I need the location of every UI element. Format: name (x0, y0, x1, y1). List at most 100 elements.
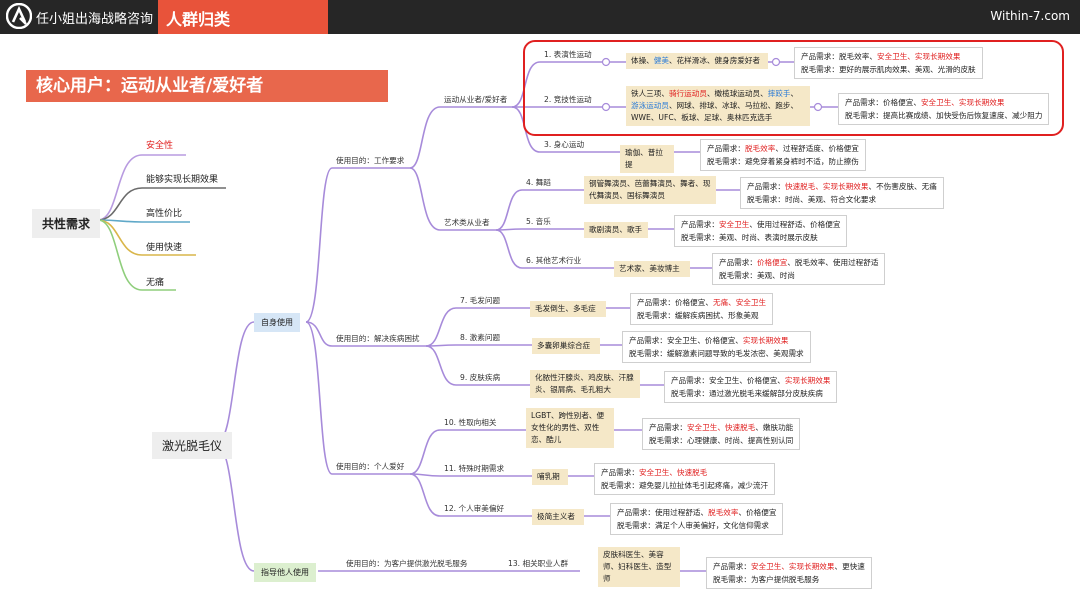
highlight-text: 实现长期效果 (742, 336, 789, 345)
text-segment: 产品需求： (707, 144, 745, 153)
brand-name: 任小姐出海战略咨询 (36, 12, 154, 27)
highlight-text: 安全卫生、实现长期效果 (920, 98, 1005, 107)
category-label: 3. 身心运动 (544, 140, 585, 149)
category-label: 6. 其他艺术行业 (526, 256, 582, 265)
product-need-line: 产品需求：安全卫生、实现长期效果、更快速 (713, 560, 865, 573)
category-label: 13. 相关职业人群 (508, 559, 569, 568)
needs-box: 产品需求：安全卫生、快速脱毛、嫩肤功能脱毛需求：心理健康、时尚、提高性别认同 (642, 418, 801, 450)
text-segment: 产品需求：使用过程舒适、 (617, 508, 709, 517)
common-needs-title: 共性需求 (32, 209, 101, 238)
text-segment: 产品需求： (681, 220, 719, 229)
population-box: LGBT、跨性别者、便女性化的男性、双性恋、酷儿 (526, 408, 614, 448)
highlight-text: 游泳运动员 (631, 101, 669, 110)
highlight-text: 脱毛效率 (744, 144, 776, 153)
purpose-service: 使用目的：为客户提供激光脱毛服务 (346, 559, 468, 568)
text-segment: 哺乳期 (537, 472, 560, 481)
text-segment: 艺术家、美妆博主 (619, 264, 680, 273)
highlight-text: 无痛、安全卫生 (712, 298, 767, 307)
highlight-text: 价格便宜 (756, 258, 788, 267)
text-segment: 脱毛需求：心理健康、时尚、提高性别认同 (649, 436, 794, 445)
common-need-item: 能够实现长期效果 (146, 175, 219, 185)
highlight-text: 骑行运动员 (668, 89, 707, 98)
product-need-line: 产品需求：安全卫生、价格便宜、实现长期效果 (629, 334, 804, 347)
purpose-hobby: 使用目的：个人爱好 (336, 462, 405, 471)
product-need-line: 产品需求：脱毛效率、安全卫生、实现长期效果 (801, 50, 976, 63)
text-segment: 皮肤科医生、美容师、妇科医生、造型师 (603, 550, 672, 583)
text-segment: 脱毛需求：缓解激素问题导致的毛发浓密、美观需求 (629, 349, 804, 358)
population-box: 多囊卵巢综合症 (532, 338, 600, 354)
text-segment: 、更快速 (834, 562, 865, 571)
text-segment: 产品需求：安全卫生、价格便宜、 (629, 336, 743, 345)
hair-removal-need-line: 脱毛需求：美观、时尚、表演时展示皮肤 (681, 231, 840, 244)
population-box: 化脓性汗腺炎、鸡皮肤、汗腺炎、银屑病、毛孔粗大 (530, 370, 640, 398)
highlight-text: 摔跤手 (767, 89, 791, 98)
hair-removal-need-line: 脱毛需求：时尚、美观、符合文化要求 (747, 193, 937, 206)
purpose-work: 使用目的：工作要求 (336, 156, 405, 165)
text-segment: 产品需求： (649, 423, 687, 432)
text-segment: 脱毛需求：更好的展示肌肉效果、美观、光滑的皮肤 (801, 65, 976, 74)
common-need-item: 安全性 (146, 141, 174, 151)
text-segment: 歌剧演员、歌手 (589, 225, 643, 234)
text-segment: 、脱毛效率、使用过程舒适 (787, 258, 879, 267)
category-label: 1. 表演性运动 (544, 50, 592, 59)
product-need-line: 产品需求：安全卫生、价格便宜、实现长期效果 (671, 374, 830, 387)
site-url: Within-7.com (990, 9, 1070, 23)
brand-logo-icon (6, 3, 32, 29)
text-segment: 化脓性汗腺炎、鸡皮肤、汗腺炎、银屑病、毛孔粗大 (535, 373, 634, 394)
product-need-line: 产品需求：价格便宜、安全卫生、实现长期效果 (845, 96, 1042, 109)
product-need-line: 产品需求：价格便宜、无痛、安全卫生 (637, 296, 766, 309)
text-segment: 脱毛需求：时尚、美观、符合文化要求 (747, 195, 877, 204)
use-self-node: 自身使用 (254, 313, 300, 332)
hair-removal-need-line: 脱毛需求：避免穿着紧身裤时不适，防止擦伤 (707, 155, 859, 168)
needs-box: 产品需求：价格便宜、无痛、安全卫生脱毛需求：缓解疾病困扰、形象美观 (630, 293, 774, 325)
text-segment: 产品需求：价格便宜、 (637, 298, 713, 307)
text-segment: 产品需求：安全卫生、价格便宜、 (671, 376, 785, 385)
text-segment: 脱毛需求：缓解疾病困扰、形象美观 (637, 311, 759, 320)
population-box: 瑜伽、普拉提 (620, 145, 674, 173)
population-box: 体操、健美、花样滑冰、健身房爱好者 (626, 53, 768, 69)
population-box: 钢管舞演员、芭蕾舞演员、舞者、现代舞演员、国标舞演员 (584, 176, 716, 204)
text-segment: 产品需求： (747, 182, 785, 191)
text-segment: 瑜伽、普拉提 (625, 148, 663, 169)
highlight-text: 安全卫生 (718, 220, 750, 229)
needs-box: 产品需求：脱毛效率、安全卫生、实现长期效果脱毛需求：更好的展示肌肉效果、美观、光… (794, 47, 983, 79)
highlight-text: 快速脱毛、实现长期效果 (784, 182, 869, 191)
product-need-line: 产品需求：价格便宜、脱毛效率、使用过程舒适 (719, 256, 878, 269)
text-segment: 产品需求：脱毛效率、 (801, 52, 877, 61)
category-label: 5. 音乐 (526, 217, 551, 226)
needs-box: 产品需求：价格便宜、安全卫生、实现长期效果脱毛需求：提高比赛成绩、加快受伤后恢复… (838, 93, 1050, 125)
needs-box: 产品需求：价格便宜、脱毛效率、使用过程舒适脱毛需求：美观、时尚 (712, 253, 886, 285)
text-segment: 、价格便宜 (738, 508, 777, 517)
hair-removal-need-line: 脱毛需求：提高比赛成绩、加快受伤后恢复速度、减少阻力 (845, 109, 1042, 122)
text-segment: 体操、 (631, 56, 654, 65)
highlight-text: 安全卫生、快速脱毛 (638, 468, 708, 477)
hair-removal-need-line: 脱毛需求：满足个人审美偏好，文化信仰需求 (617, 519, 776, 532)
population-box: 极简主义者 (532, 509, 584, 525)
text-segment: 多囊卵巢综合症 (537, 341, 591, 350)
hair-removal-need-line: 脱毛需求：美观、时尚 (719, 269, 878, 282)
text-segment: 、使用过程舒适、价格便宜 (749, 220, 841, 229)
text-segment: 极简主义者 (537, 512, 575, 521)
category-label: 7. 毛发问题 (460, 296, 501, 305)
category-label: 8. 激素问题 (460, 333, 501, 342)
highlight-text: 实现长期效果 (784, 376, 831, 385)
population-box: 皮肤科医生、美容师、妇科医生、造型师 (598, 547, 680, 587)
population-box: 艺术家、美妆博主 (614, 261, 690, 277)
highlight-text: 安全卫生、快速脱毛 (686, 423, 756, 432)
text-segment: 、嫩肤功能 (755, 423, 794, 432)
text-segment: 、网球、排球、冰球、马拉松、跑步、WWE、UFC、板球、足球、奥林匹克选手 (631, 101, 799, 122)
needs-box: 产品需求：安全卫生、实现长期效果、更快速脱毛需求：为客户提供脱毛服务 (706, 557, 872, 589)
highlight-frame (523, 40, 1064, 136)
text-segment: 、橄榄球运动员、 (706, 89, 768, 98)
product-need-line: 产品需求：安全卫生、快速脱毛、嫩肤功能 (649, 421, 793, 434)
needs-box: 产品需求：安全卫生、价格便宜、实现长期效果脱毛需求：通过激光脱毛来缓解部分皮肤疾… (664, 371, 838, 403)
hair-removal-need-line: 脱毛需求：避免婴儿拉扯体毛引起疼痛，减少流汗 (601, 479, 768, 492)
hair-removal-need-line: 脱毛需求：为客户提供脱毛服务 (713, 573, 865, 586)
product-need-line: 产品需求：脱毛效率、过程舒适度、价格便宜 (707, 142, 859, 155)
hair-removal-need-line: 脱毛需求：缓解疾病困扰、形象美观 (637, 309, 766, 322)
text-segment: 、不伤害皮肤、无痛 (868, 182, 937, 191)
group-sports: 运动从业者/爱好者 (444, 95, 508, 104)
highlight-text: 安全卫生、实现长期效果 (750, 562, 835, 571)
use-others-node: 指导他人使用 (254, 563, 316, 582)
